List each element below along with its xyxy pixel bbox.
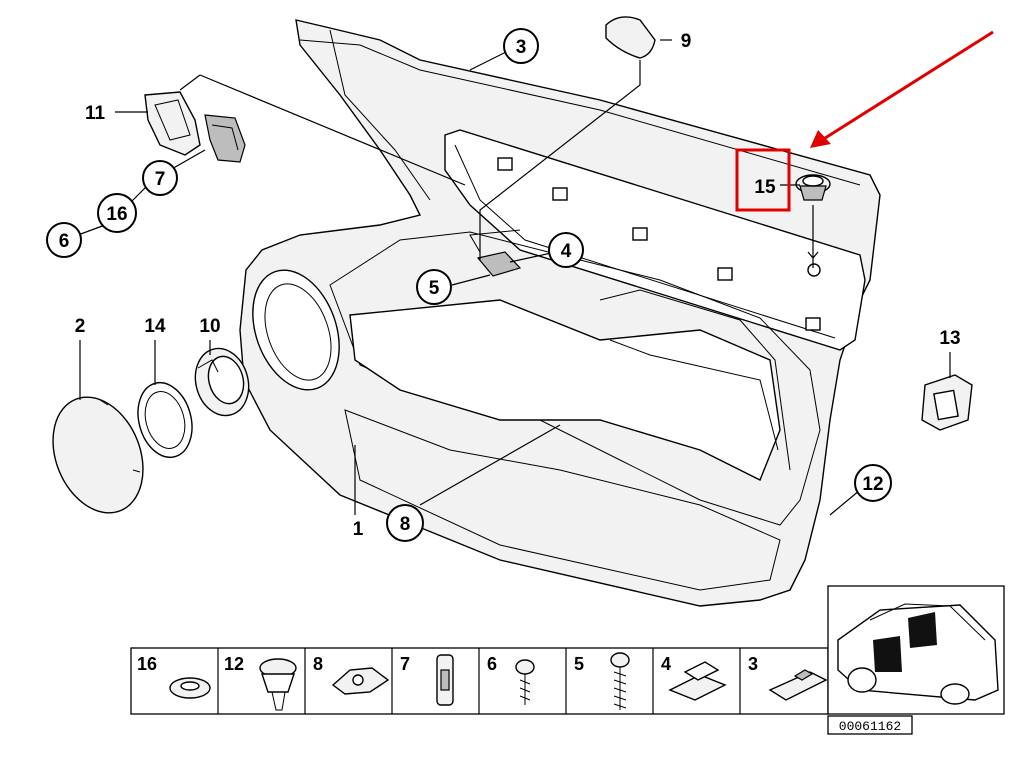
callout-4: 4 xyxy=(561,241,572,262)
door-handle-assembly xyxy=(144,91,246,163)
legend-label-3: 3 xyxy=(748,654,758,674)
callouts: 3 9 11 7 16 6 4 5 2 14 10 13 12 1 8 15 xyxy=(46,28,961,542)
callout-8: 8 xyxy=(400,514,411,535)
trim-cap xyxy=(605,16,656,59)
callout-12: 12 xyxy=(862,474,883,495)
callout-10: 10 xyxy=(199,316,220,337)
parts-legend: 16 12 8 7 6 5 4 3 xyxy=(130,647,829,715)
callout-15: 15 xyxy=(754,177,776,198)
callout-11: 11 xyxy=(85,103,106,124)
highlight-box xyxy=(735,148,791,212)
callout-14: 14 xyxy=(144,316,166,337)
grommet-insert xyxy=(921,374,973,431)
leader-lines xyxy=(77,39,951,516)
callout-7: 7 xyxy=(155,169,166,190)
highlight-arrow xyxy=(821,30,994,142)
callout-1: 1 xyxy=(353,519,364,540)
callout-16: 16 xyxy=(106,204,127,225)
callout-3: 3 xyxy=(516,37,527,58)
legend-label-4: 4 xyxy=(661,654,671,674)
callout-5: 5 xyxy=(429,278,440,299)
callout-6: 6 xyxy=(59,231,70,252)
callout-13: 13 xyxy=(939,328,960,349)
legend-label-6: 6 xyxy=(487,654,497,674)
legend-label-16: 16 xyxy=(137,654,157,674)
highlight-arrow-head xyxy=(810,130,831,148)
window-switch xyxy=(469,229,522,277)
door-trim-panel xyxy=(239,19,881,607)
speaker-cover xyxy=(52,396,144,514)
speaker-housing xyxy=(194,347,250,417)
car-location-thumbnail xyxy=(827,585,1005,715)
legend-label-8: 8 xyxy=(313,654,323,674)
legend-label-12: 12 xyxy=(224,654,244,674)
trim-clip xyxy=(795,174,831,201)
legend-label-5: 5 xyxy=(574,654,584,674)
callout-2: 2 xyxy=(75,316,86,337)
highlight-annotation xyxy=(735,30,994,212)
reference-label: 00061162 xyxy=(827,715,913,735)
reference-number: 00061162 xyxy=(839,719,901,734)
legend-label-7: 7 xyxy=(400,654,410,674)
callout-9: 9 xyxy=(681,31,692,52)
